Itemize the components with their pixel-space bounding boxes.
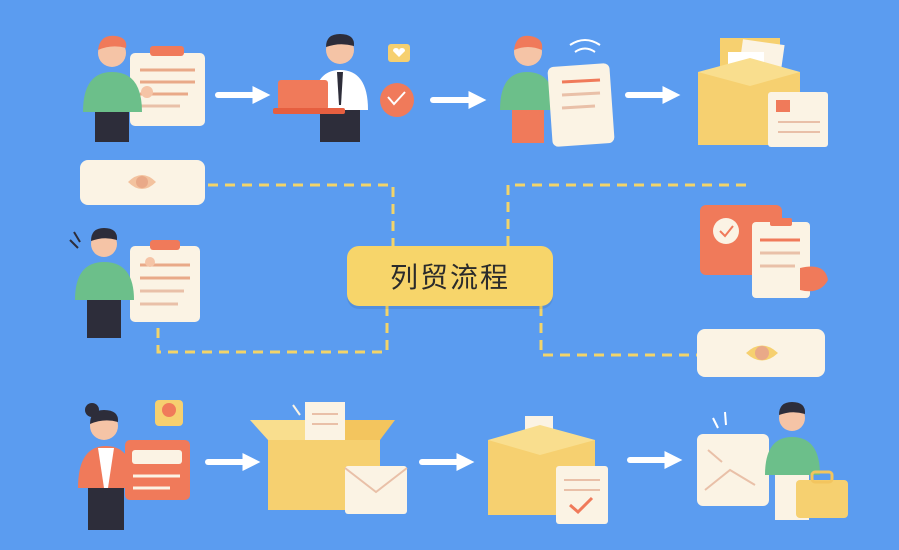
connector-bottom-right [539, 306, 697, 357]
open-box-envelope-figure [250, 402, 408, 514]
box-checkmark-figure [488, 416, 608, 524]
eye-card-left [80, 160, 205, 205]
businessman-laptop-figure [273, 34, 414, 142]
flow-arrows [205, 86, 683, 471]
woman-with-paper-figure [500, 35, 615, 147]
person-pointing-figure [69, 228, 200, 338]
connector-top-left [208, 183, 395, 246]
document-box-figure [698, 38, 828, 147]
connector-bottom-left [156, 306, 389, 354]
dashed-connectors [156, 183, 748, 357]
person-with-suitcase-figure [697, 402, 848, 520]
center-title: 列贸流程 [389, 261, 510, 294]
connector-top-right [506, 183, 748, 246]
woman-with-form-figure [78, 400, 190, 530]
person-with-clipboard-figure [83, 35, 205, 142]
eye-card-right [697, 329, 825, 377]
center-title-box: 列贸流程 [347, 246, 553, 306]
document-chat-figure [700, 205, 828, 298]
